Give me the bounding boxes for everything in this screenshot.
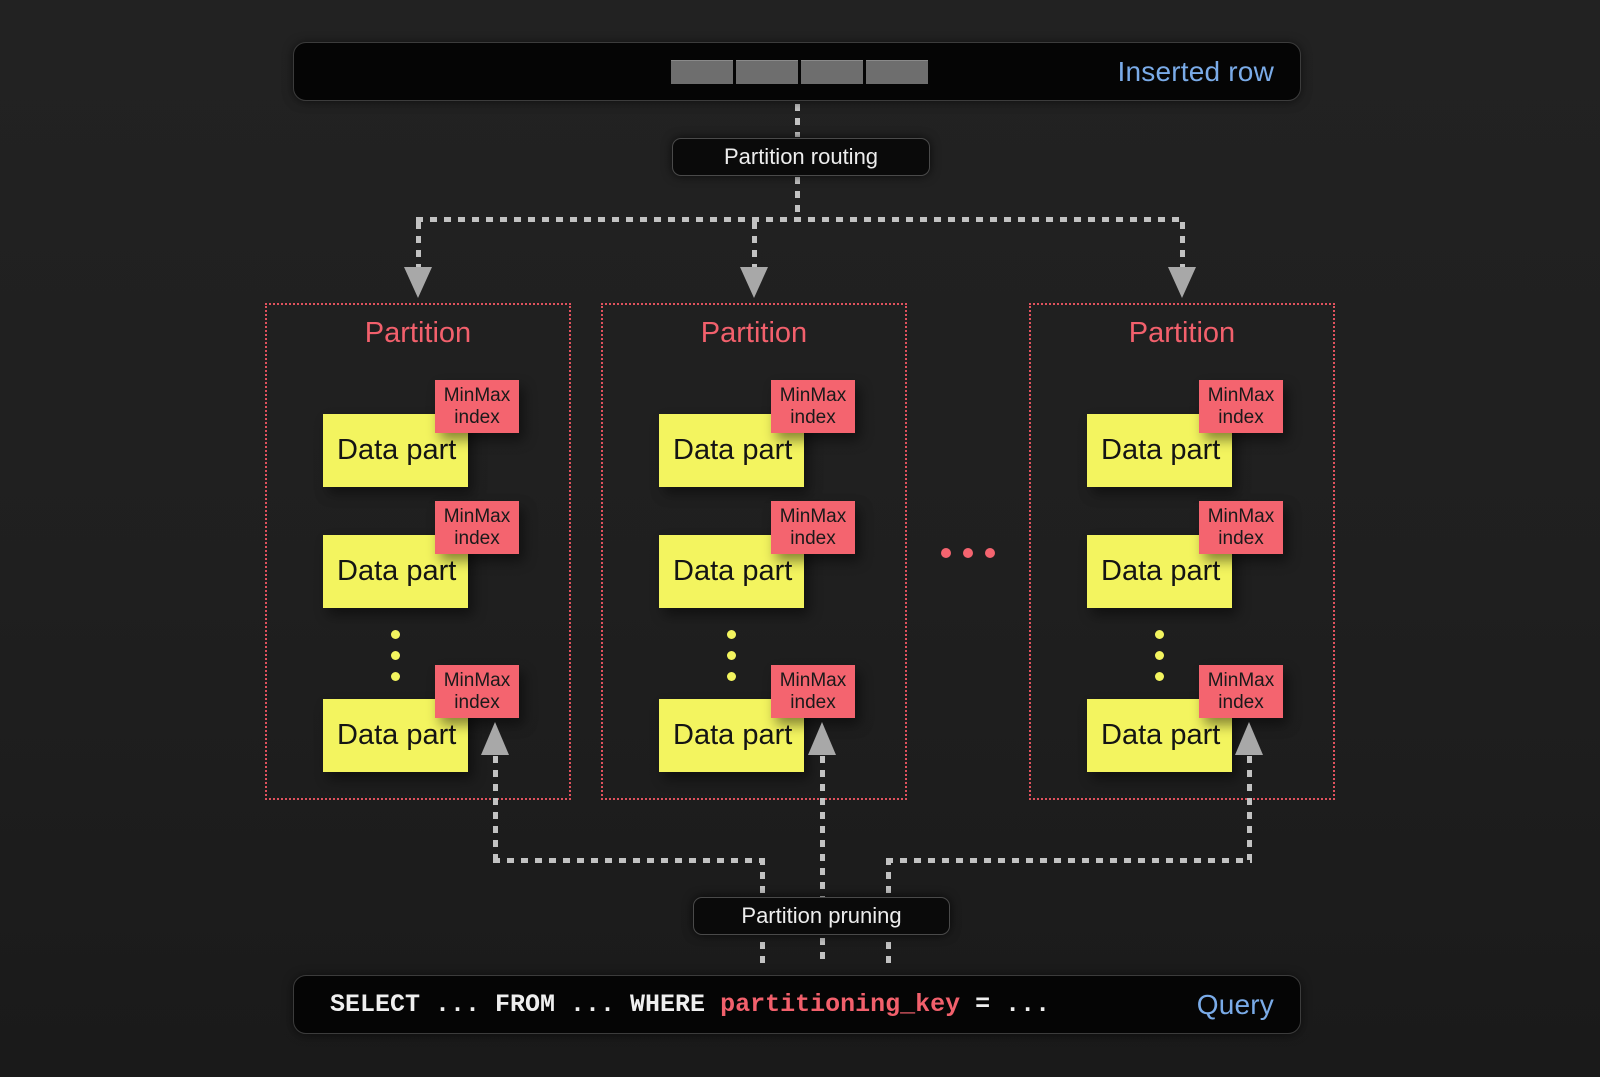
sql-partitioning-key: partitioning_key <box>720 990 961 1019</box>
between-partitions-dot <box>985 548 995 558</box>
ellipsis-dot <box>391 630 400 639</box>
arrow-down-icon <box>1168 267 1196 298</box>
arrow-up-icon <box>1235 722 1263 755</box>
row-cell <box>736 60 798 84</box>
minmax-line1: MinMax <box>779 669 847 691</box>
row-cell <box>671 60 733 84</box>
inserted-row-label: Inserted row <box>1117 55 1274 87</box>
minmax-line2: index <box>1218 527 1264 549</box>
minmax-line1: MinMax <box>779 384 847 406</box>
minmax-line2: index <box>454 527 500 549</box>
data-part-label: Data part <box>1101 434 1221 466</box>
minmax-line1: MinMax <box>1207 505 1275 527</box>
routing-drop-line-2 <box>752 222 757 269</box>
pruning-line-1 <box>493 756 498 860</box>
inserted-row-bar: Inserted row <box>293 42 1301 101</box>
row-cell <box>866 60 928 84</box>
sql-suffix: = ... <box>960 990 1051 1019</box>
data-part-label: Data part <box>337 555 457 587</box>
partition-title: Partition <box>364 317 472 349</box>
minmax-line1: MinMax <box>443 384 511 406</box>
ellipsis-dot <box>1155 630 1164 639</box>
partition-routing-label: Partition routing <box>672 138 930 176</box>
minmax-line1: MinMax <box>443 669 511 691</box>
data-part-label: Data part <box>1101 555 1221 587</box>
data-part-label: Data part <box>673 434 793 466</box>
ellipsis-dot <box>727 672 736 681</box>
routing-drop-line-3 <box>1180 222 1185 269</box>
ellipsis-dot <box>1155 672 1164 681</box>
ellipsis-dot <box>391 651 400 660</box>
minmax-line2: index <box>790 691 836 713</box>
arrow-up-icon <box>481 722 509 755</box>
between-partitions-dot <box>941 548 951 558</box>
pruning-branch-left <box>493 858 765 863</box>
partition-pruning-label: Partition pruning <box>693 897 950 935</box>
pruning-line-2 <box>820 756 825 966</box>
ellipsis-dot <box>1155 651 1164 660</box>
minmax-line1: MinMax <box>1207 669 1275 691</box>
minmax-line1: MinMax <box>443 505 511 527</box>
minmax-line2: index <box>790 406 836 428</box>
data-part-label: Data part <box>673 555 793 587</box>
between-partitions-dot <box>963 548 973 558</box>
minmax-line1: MinMax <box>1207 384 1275 406</box>
data-part-box: Data part <box>1087 535 1232 608</box>
data-part-box: Data part <box>1087 699 1232 772</box>
ellipsis-dot <box>391 672 400 681</box>
data-part-label: Data part <box>337 719 457 751</box>
partition-title: Partition <box>700 317 808 349</box>
sql-prefix: SELECT ... FROM ... WHERE <box>330 990 721 1019</box>
minmax-line2: index <box>1218 691 1264 713</box>
arrow-down-icon <box>404 267 432 298</box>
row-cell <box>801 60 863 84</box>
minmax-line1: MinMax <box>779 505 847 527</box>
query-label: Query <box>1196 988 1274 1020</box>
routing-line-bottom <box>795 177 800 217</box>
data-part-label: Data part <box>673 719 793 751</box>
routing-drop-line-1 <box>416 222 421 269</box>
arrow-down-icon <box>740 267 768 298</box>
arrow-up-icon <box>808 722 836 755</box>
routing-branch-line <box>416 217 1184 222</box>
sql-query-text: SELECT ... FROM ... WHERE partitioning_k… <box>330 976 1050 1033</box>
ellipsis-dot <box>727 651 736 660</box>
minmax-line2: index <box>454 691 500 713</box>
ellipsis-dot <box>727 630 736 639</box>
pruning-branch-right <box>886 858 1252 863</box>
data-part-label: Data part <box>337 434 457 466</box>
minmax-line2: index <box>454 406 500 428</box>
data-part-box: Data part <box>323 535 468 608</box>
minmax-line2: index <box>1218 406 1264 428</box>
inserted-row-cells <box>671 60 928 84</box>
minmax-line2: index <box>790 527 836 549</box>
query-bar: SELECT ... FROM ... WHERE partitioning_k… <box>293 975 1301 1034</box>
data-part-box: Data part <box>323 699 468 772</box>
data-part-label: Data part <box>1101 719 1221 751</box>
partition-title: Partition <box>1128 317 1236 349</box>
routing-line-top <box>795 104 800 137</box>
pruning-line-3 <box>1247 756 1252 860</box>
